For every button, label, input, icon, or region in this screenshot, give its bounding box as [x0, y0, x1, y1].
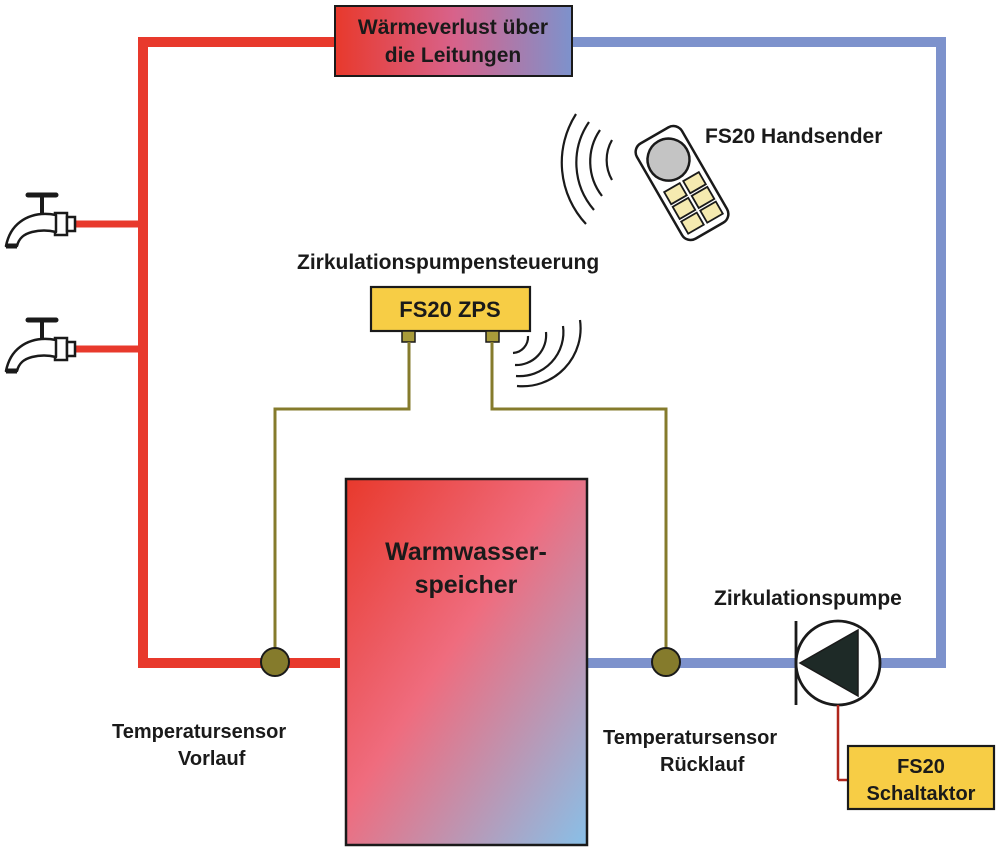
tank-label-2: speicher [415, 571, 518, 599]
sensor-return-label-1: Temperatursensor [603, 727, 777, 749]
heat-loss-box: Wärmeverlust über die Leitungen [334, 5, 573, 77]
sensor-supply-label-1: Temperatursensor [112, 721, 286, 743]
controller-title: Zirkulationspumpensteuerung [297, 251, 599, 274]
return-pipe [572, 37, 946, 668]
supply-pipe [72, 37, 340, 668]
remote-control-icon [560, 113, 730, 242]
sensor-wires [273, 342, 668, 650]
hot-water-tank: Warmwasser- speicher [344, 477, 589, 847]
sensor-return-label-2: Rücklauf [660, 754, 745, 776]
heat-loss-label-2: die Leitungen [385, 44, 522, 67]
actuator-label-2: Schaltaktor [867, 783, 976, 805]
supply-sensor-icon [260, 647, 290, 677]
controller-signal-icon [512, 319, 582, 388]
remote-label: FS20 Handsender [705, 125, 882, 148]
return-sensor-icon [651, 647, 681, 677]
actuator-box: FS20 Schaltaktor [846, 744, 996, 811]
heat-loss-label-1: Wärmeverlust über [358, 16, 548, 39]
tank-label-1: Warmwasser- [385, 538, 547, 566]
faucet-lower-icon [4, 317, 77, 374]
pump-icon [794, 619, 882, 707]
sensor-supply-label-2: Vorlauf [178, 748, 246, 770]
controller-box: FS20 ZPS [369, 285, 532, 343]
faucet-upper-icon [4, 192, 77, 249]
controller-label: FS20 ZPS [399, 297, 500, 322]
actuator-label-1: FS20 [897, 756, 945, 778]
pump-label: Zirkulationspumpe [714, 587, 902, 610]
